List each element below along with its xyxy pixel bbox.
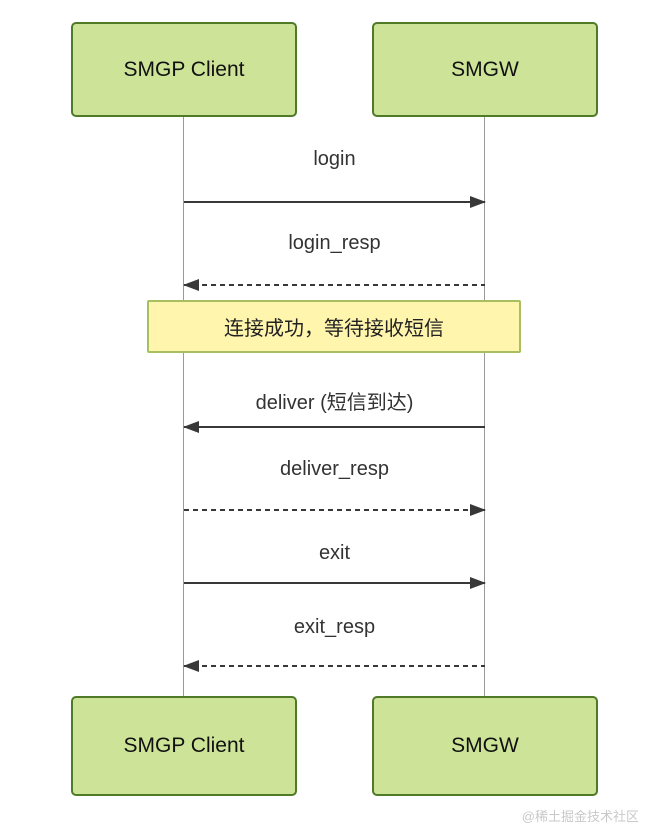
actor-box-smgw-bottom: SMGW bbox=[372, 696, 598, 796]
lifeline-smgp-client bbox=[183, 117, 184, 696]
actor-label: SMGW bbox=[451, 734, 519, 757]
message-label-login: login bbox=[313, 148, 356, 170]
arrow-line bbox=[184, 665, 485, 667]
actor-label: SMGP Client bbox=[123, 57, 245, 81]
watermark: @稀土掘金技术社区 bbox=[521, 809, 639, 824]
arrow-line bbox=[184, 201, 485, 203]
arrow-line bbox=[184, 284, 485, 286]
actor-label: SMGW bbox=[451, 57, 519, 81]
message-label-exit-resp: exit_resp bbox=[293, 616, 376, 638]
arrowhead-left-icon bbox=[183, 660, 199, 672]
message-label-deliver-resp: deliver_resp bbox=[280, 458, 389, 480]
arrow-line bbox=[184, 426, 485, 428]
message-label-login-resp: login_resp bbox=[288, 232, 381, 254]
message-label-exit: exit bbox=[318, 542, 351, 564]
arrowhead-right-icon bbox=[470, 577, 486, 589]
message-arrow-exit-resp bbox=[183, 660, 485, 672]
actor-box-smgp-client-bottom: SMGP Client bbox=[71, 696, 297, 796]
actor-box-smgp-client-top: SMGP Client bbox=[71, 22, 297, 117]
arrow-line bbox=[184, 509, 485, 511]
arrowhead-left-icon bbox=[183, 279, 199, 291]
note-label: 连接成功，等待接收短信 bbox=[224, 318, 444, 340]
message-arrow-deliver bbox=[183, 421, 485, 433]
lifeline-smgw bbox=[484, 117, 485, 696]
note-box: 连接成功，等待接收短信 bbox=[147, 300, 521, 353]
message-arrow-exit bbox=[184, 577, 486, 589]
arrow-line bbox=[184, 582, 485, 584]
message-arrow-deliver-resp bbox=[184, 504, 486, 516]
actor-label: SMGP Client bbox=[123, 734, 245, 757]
arrowhead-right-icon bbox=[470, 196, 486, 208]
actor-box-smgw-top: SMGW bbox=[372, 22, 598, 117]
message-label-deliver: deliver (短信到达) bbox=[255, 392, 414, 414]
arrowhead-left-icon bbox=[183, 421, 199, 433]
message-arrow-login bbox=[184, 196, 486, 208]
arrowhead-right-icon bbox=[470, 504, 486, 516]
message-arrow-login-resp bbox=[183, 279, 485, 291]
